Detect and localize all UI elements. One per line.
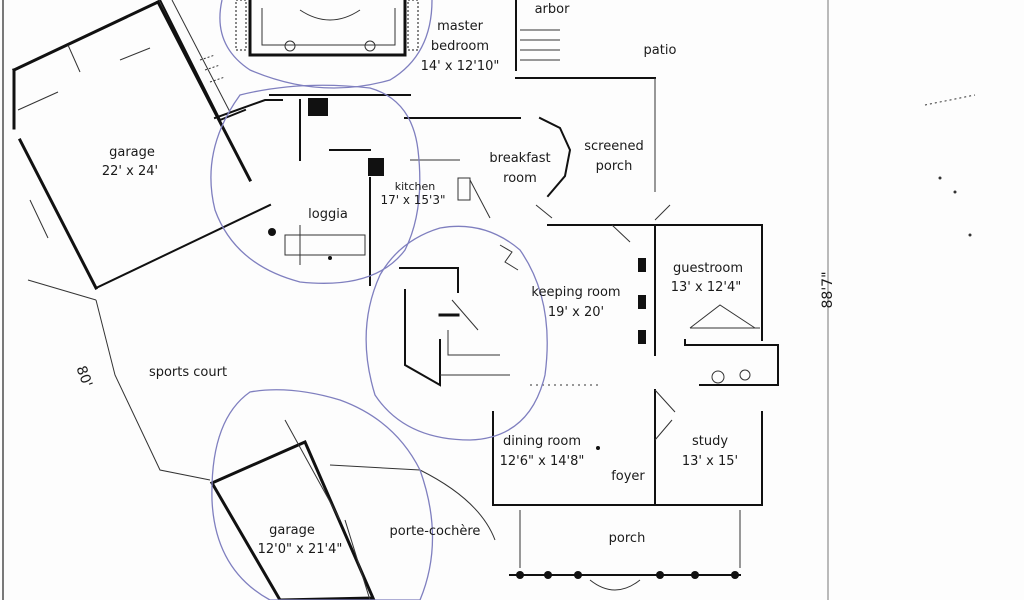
breakfast-room-label-line1: breakfast bbox=[489, 151, 550, 166]
porte-cochere-drive bbox=[419, 469, 496, 541]
arbor-walls bbox=[515, 0, 656, 79]
kitchen-size: 17' x 15'3" bbox=[380, 193, 445, 207]
master-bedroom-walls bbox=[235, 0, 419, 57]
kitchen-label: kitchen bbox=[395, 180, 436, 193]
foyer-label: foyer bbox=[611, 469, 645, 484]
front-rooms-walls bbox=[492, 389, 763, 506]
loggia-label: loggia bbox=[308, 207, 348, 222]
guestroom-label: guestroom bbox=[673, 261, 743, 276]
arbor-label: arbor bbox=[535, 2, 571, 17]
screened-porch-walls bbox=[535, 116, 671, 243]
garage-small-size: 12'0" x 21'4" bbox=[258, 542, 343, 557]
overall-depth-dimension: 88'7" bbox=[820, 271, 836, 308]
porte-cochere-edge bbox=[329, 464, 421, 471]
study-label: study bbox=[692, 434, 728, 449]
front-porch bbox=[509, 510, 741, 591]
garage-hatch-strip bbox=[158, 0, 247, 122]
master-bedroom-label-line1: master bbox=[437, 19, 483, 34]
keeping-room-walls bbox=[399, 244, 600, 387]
house-walls bbox=[213, 94, 521, 286]
garage-small-label: garage bbox=[269, 523, 315, 538]
patio-label: patio bbox=[644, 43, 677, 58]
guestroom-size: 13' x 12'4" bbox=[671, 280, 741, 295]
garage-large-label: garage bbox=[109, 145, 155, 160]
annotation-circles bbox=[210, 0, 548, 600]
porch-label: porch bbox=[609, 531, 646, 546]
sports-court-boundary bbox=[27, 279, 211, 481]
master-bedroom-size: 14' x 12'10" bbox=[421, 59, 500, 74]
study-size: 13' x 15' bbox=[682, 454, 738, 469]
keeping-room-label: keeping room bbox=[531, 285, 620, 300]
screened-porch-label-line2: porch bbox=[596, 159, 633, 174]
sports-court-label: sports court bbox=[149, 365, 227, 380]
scan-marks bbox=[924, 94, 976, 237]
keeping-room-size: 19' x 20' bbox=[548, 305, 604, 320]
side-dimension: 80' bbox=[73, 364, 95, 390]
garage-large-size: 22' x 24' bbox=[102, 164, 158, 179]
breakfast-room-label-line2: room bbox=[503, 171, 537, 186]
dining-room-size: 12'6" x 14'8" bbox=[500, 454, 585, 469]
garage-large-walls bbox=[12, 0, 272, 291]
guestroom-walls bbox=[638, 224, 779, 386]
dining-room-label: dining room bbox=[503, 434, 581, 449]
screened-porch-label-line1: screened bbox=[584, 139, 643, 154]
garage-small-walls bbox=[209, 419, 376, 600]
porte-cochere-label: porte-cochère bbox=[390, 524, 481, 539]
master-bedroom-label-line2: bedroom bbox=[431, 39, 489, 54]
